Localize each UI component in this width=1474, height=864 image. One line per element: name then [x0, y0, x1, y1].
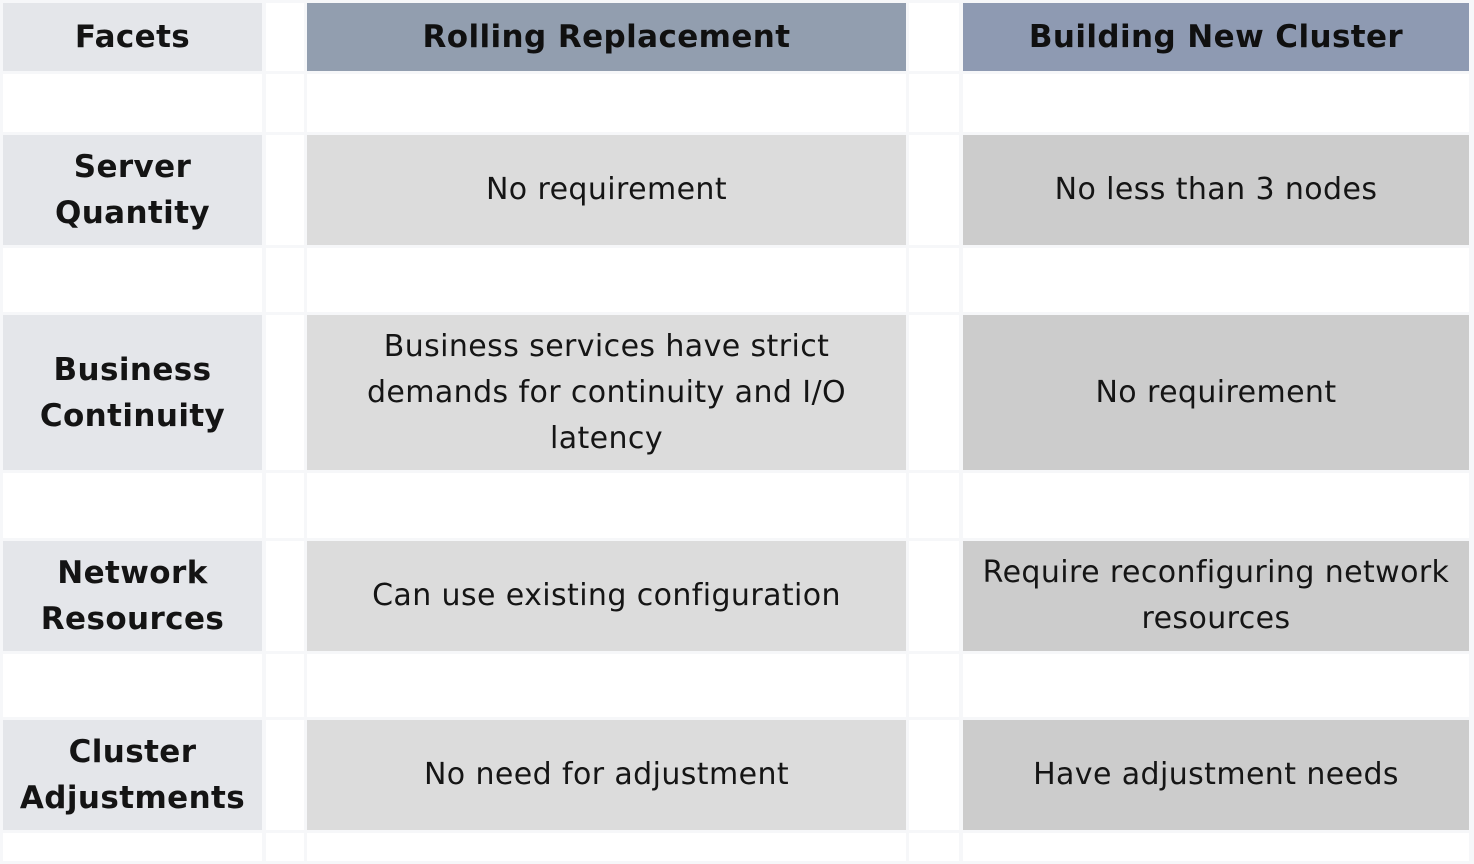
spacer-cell	[266, 833, 304, 861]
gutter-cell	[266, 541, 304, 651]
spacer-cell	[3, 248, 262, 312]
spacer-cell	[909, 833, 959, 861]
spacer-cell	[307, 74, 906, 132]
rolling-server-quantity: No requirement	[307, 135, 906, 245]
header-rolling-replacement-label: Rolling Replacement	[422, 19, 791, 55]
gutter-cell	[909, 541, 959, 651]
header-building-new-cluster: Building New Cluster	[963, 3, 1469, 71]
building-network-resources: Require reconfiguring network resources	[963, 541, 1469, 651]
gutter-cell	[266, 135, 304, 245]
spacer-cell	[963, 473, 1469, 538]
spacer-cell	[266, 654, 304, 717]
facet-label: Business Continuity	[39, 351, 226, 434]
spacer-cell	[909, 473, 959, 538]
spacer-cell	[963, 74, 1469, 132]
rolling-value: Can use existing configuration	[372, 578, 841, 613]
gutter-cell	[266, 720, 304, 830]
facet-cluster-adjustments: Cluster Adjustments	[3, 720, 262, 830]
rolling-cluster-adjustments: No need for adjustment	[307, 720, 906, 830]
spacer-cell	[963, 654, 1469, 717]
facet-server-quantity: Server Quantity	[3, 135, 262, 245]
gutter-cell	[909, 315, 959, 470]
spacer-cell	[909, 248, 959, 312]
facet-label: Cluster Adjustments	[19, 734, 246, 816]
spacer-cell	[963, 833, 1469, 861]
facet-business-continuity: Business Continuity	[3, 315, 262, 470]
gutter-cell	[909, 135, 959, 245]
spacer-cell	[266, 473, 304, 538]
header-facets-label: Facets	[74, 19, 191, 55]
spacer-cell	[3, 833, 262, 861]
spacer-cell	[266, 74, 304, 132]
building-business-continuity: No requirement	[963, 315, 1469, 470]
spacer-cell	[3, 473, 262, 538]
spacer-cell	[307, 654, 906, 717]
spacer-cell	[909, 654, 959, 717]
spacer-cell	[963, 248, 1469, 312]
spacer-cell	[266, 248, 304, 312]
rolling-business-continuity: Business services have strict demands fo…	[307, 315, 906, 470]
building-cluster-adjustments: Have adjustment needs	[963, 720, 1469, 830]
facet-network-resources: Network Resources	[3, 541, 262, 651]
spacer-cell	[909, 74, 959, 132]
header-facets: Facets	[3, 3, 262, 71]
spacer-cell	[307, 473, 906, 538]
spacer-cell	[3, 74, 262, 132]
rolling-value: No need for adjustment	[423, 757, 790, 792]
facet-label: Network Resources	[40, 555, 225, 637]
facet-label: Server Quantity	[54, 149, 211, 231]
spacer-cell	[307, 833, 906, 861]
building-value: No requirement	[1095, 374, 1337, 410]
rolling-value: No requirement	[485, 172, 728, 207]
gutter-cell	[909, 720, 959, 830]
header-rolling-replacement: Rolling Replacement	[307, 3, 906, 71]
building-value: Have adjustment needs	[1033, 757, 1399, 792]
spacer-cell	[3, 654, 262, 717]
building-server-quantity: No less than 3 nodes	[963, 135, 1469, 245]
header-building-new-cluster-label: Building New Cluster	[1028, 19, 1404, 55]
spacer-cell	[307, 248, 906, 312]
gutter-cell	[266, 3, 304, 71]
building-value: Require reconfiguring network resources	[982, 555, 1450, 636]
gutter-cell	[266, 315, 304, 470]
rolling-network-resources: Can use existing configuration	[307, 541, 906, 651]
building-value: No less than 3 nodes	[1054, 172, 1378, 207]
gutter-cell	[909, 3, 959, 71]
rolling-value: Business services have strict demands fo…	[366, 328, 847, 456]
